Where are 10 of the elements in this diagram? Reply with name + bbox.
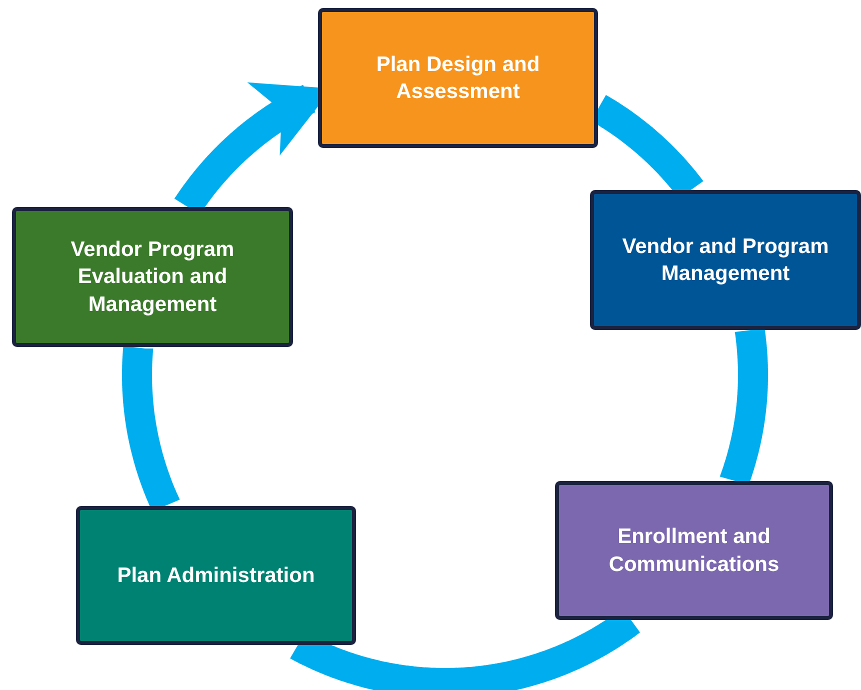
box-label: Enrollment and Communications — [608, 524, 780, 578]
box-label: Vendor and Program Management — [621, 234, 830, 287]
process-box — [318, 8, 598, 148]
box-label: Vendor Program Evaluation and Management — [70, 237, 236, 318]
process-box — [555, 481, 833, 620]
box-label: Plan Design and Assessment — [375, 52, 541, 105]
process-box — [590, 190, 861, 330]
process-box — [12, 207, 293, 347]
process-box — [76, 506, 356, 645]
box-label: Plan Administration — [117, 562, 315, 589]
